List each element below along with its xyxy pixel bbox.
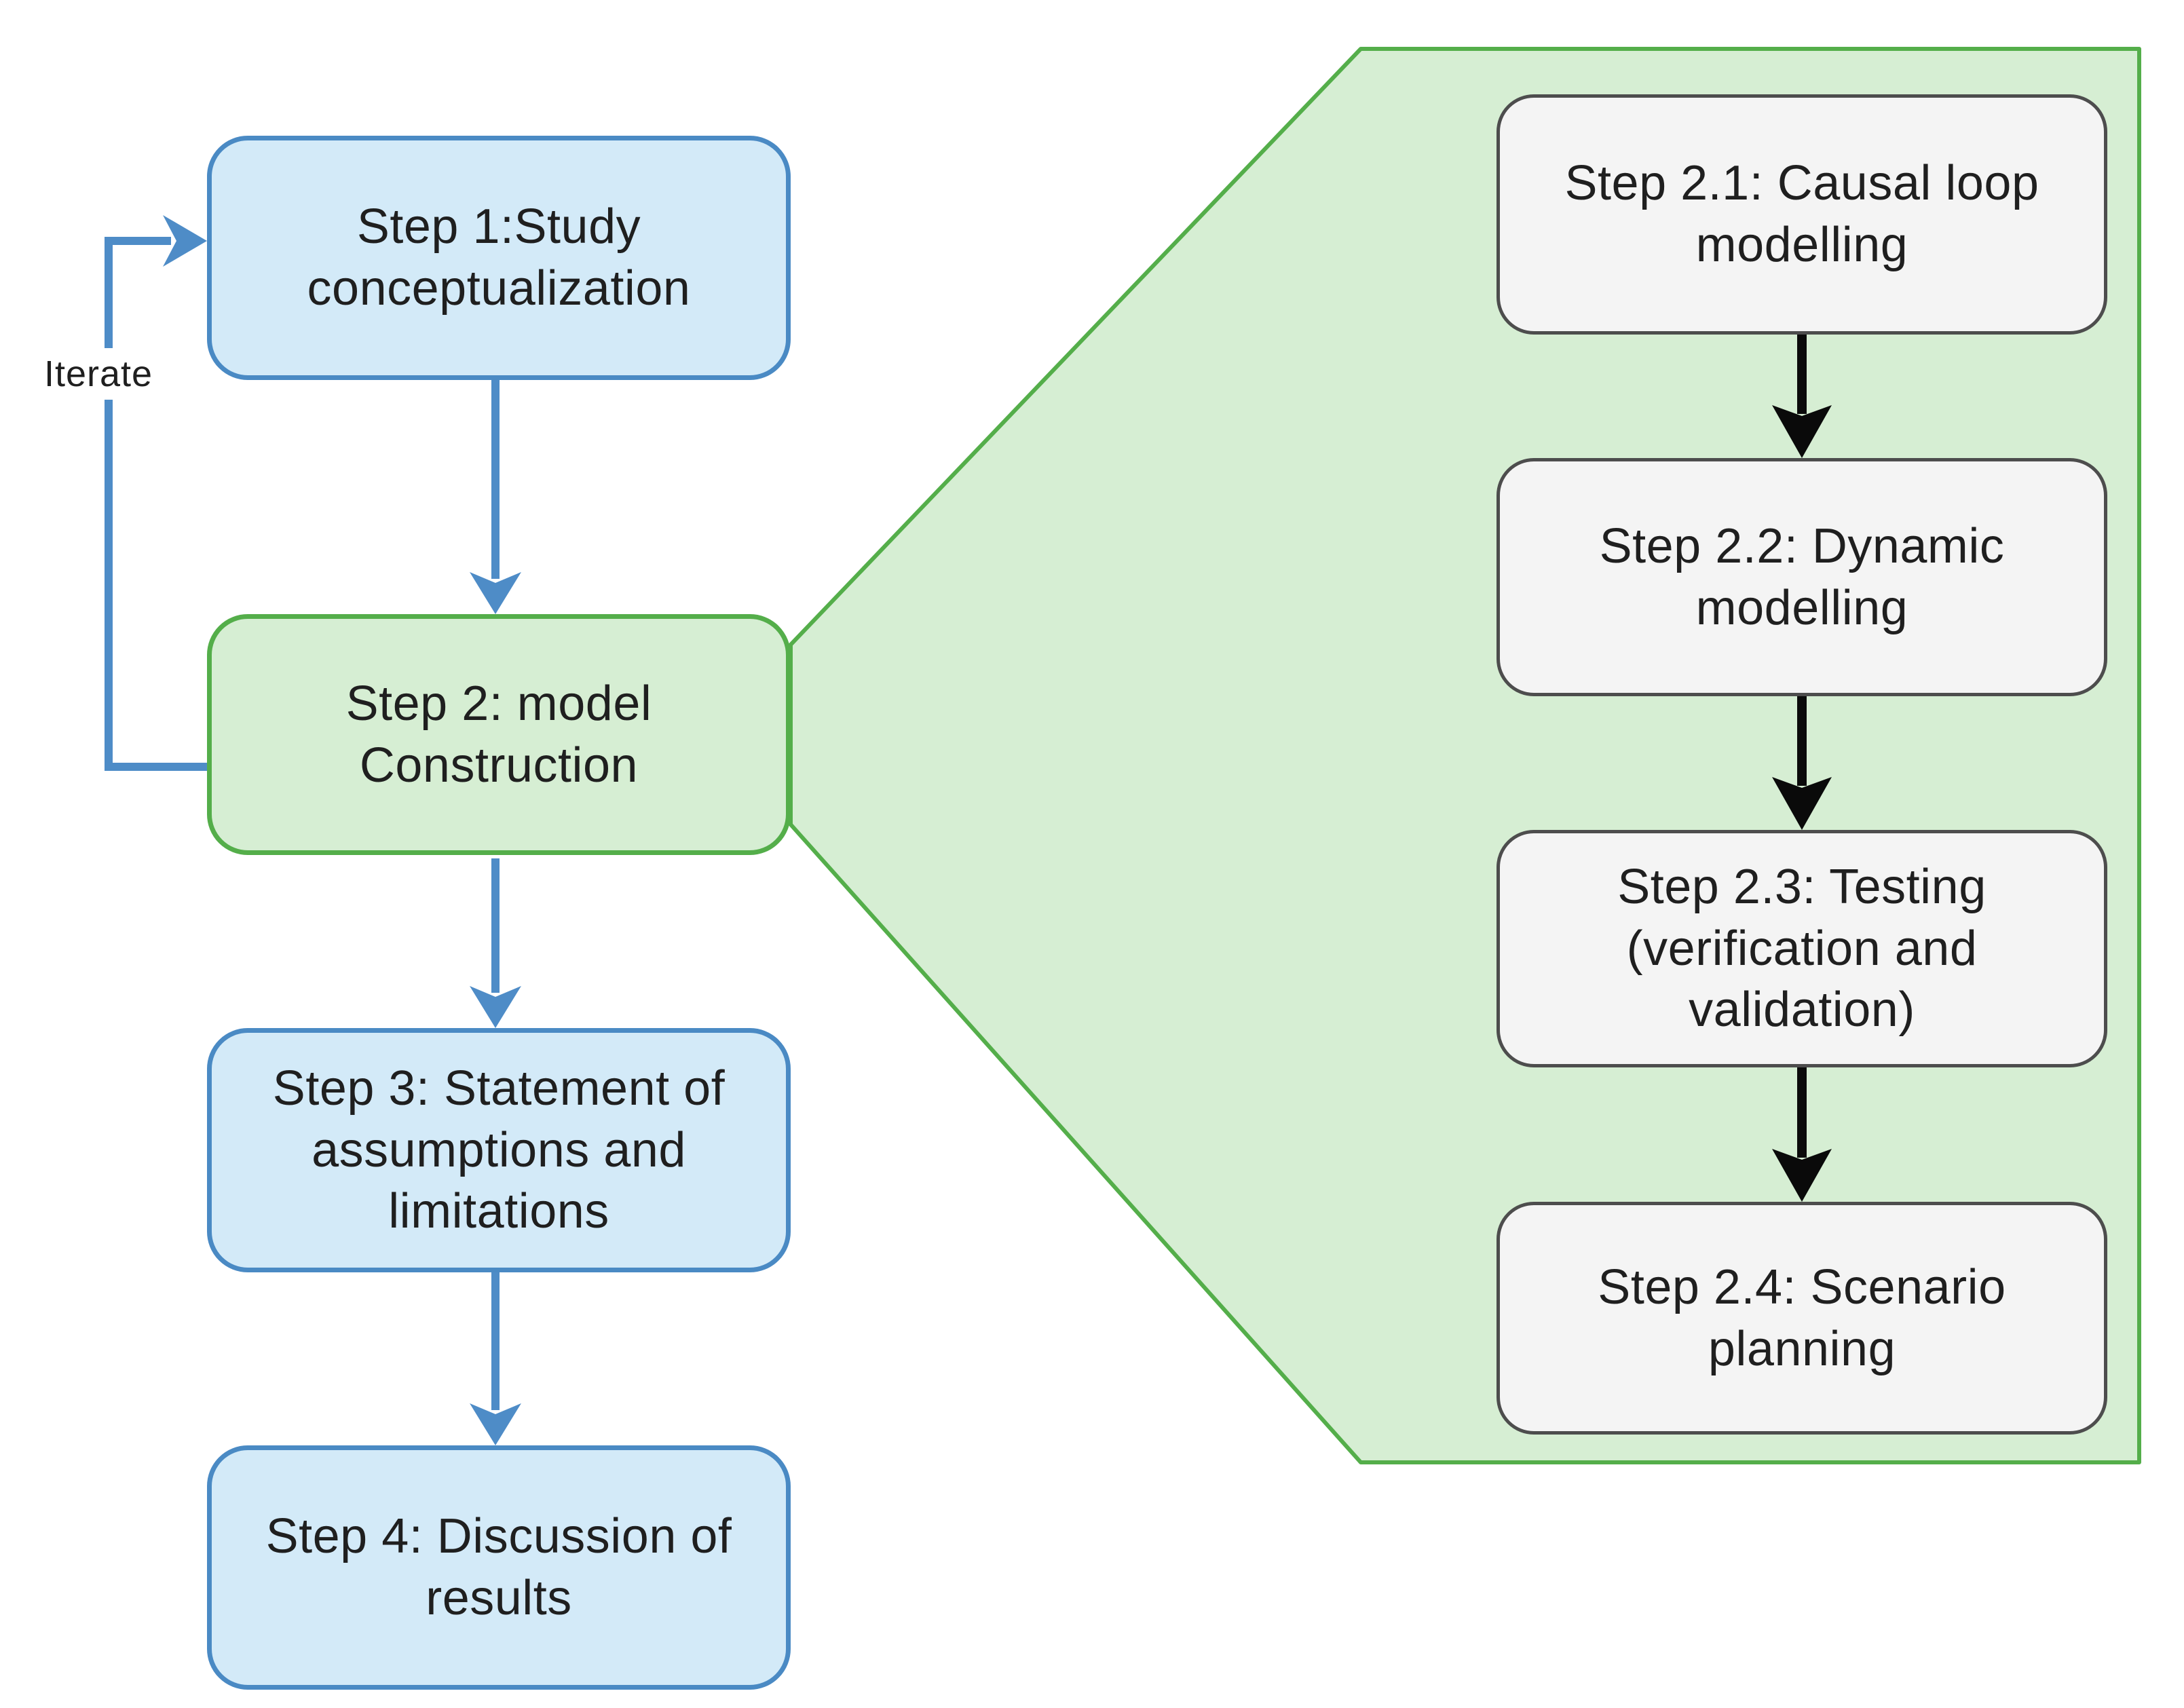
step2-box: Step 2: model Construction bbox=[207, 614, 791, 855]
iterate-loop-line bbox=[105, 237, 207, 771]
step2-2-label: Step 2.2: Dynamic modelling bbox=[1599, 518, 2005, 635]
step1-label: Step 1:Study conceptualization bbox=[307, 200, 691, 316]
step2-label: Step 2: model Construction bbox=[345, 676, 652, 793]
step2-1-box: Step 2.1: Causal loop modelling bbox=[1496, 94, 2107, 335]
arrow-step22-step23-head bbox=[1772, 777, 1832, 830]
step4-label: Step 4: Discussion of results bbox=[265, 1509, 732, 1625]
arrow-step3-step4-head bbox=[470, 1403, 521, 1445]
step2-1-label: Step 2.1: Causal loop modelling bbox=[1564, 156, 2039, 272]
arrow-step21-step22-head bbox=[1772, 405, 1832, 458]
step2-4-box: Step 2.4: Scenario planning bbox=[1496, 1202, 2107, 1435]
step1-box: Step 1:Study conceptualization bbox=[207, 136, 791, 380]
step2-3-box: Step 2.3: Testing (verification and vali… bbox=[1496, 830, 2107, 1067]
step3-box: Step 3: Statement of assumptions and lim… bbox=[207, 1028, 791, 1272]
step2-2-box: Step 2.2: Dynamic modelling bbox=[1496, 458, 2107, 696]
arrow-step2-step3-head bbox=[470, 986, 521, 1028]
arrow-step1-step2-head bbox=[470, 572, 521, 614]
step3-label: Step 3: Statement of assumptions and lim… bbox=[272, 1061, 726, 1239]
step2-4-label: Step 2.4: Scenario planning bbox=[1598, 1259, 2006, 1376]
arrow-step23-step24-head bbox=[1772, 1149, 1832, 1202]
iterate-edge-label: Iterate bbox=[12, 348, 185, 400]
step4-box: Step 4: Discussion of results bbox=[207, 1445, 791, 1690]
iterate-loop-arrowhead bbox=[163, 215, 207, 267]
step2-3-label: Step 2.3: Testing (verification and vali… bbox=[1617, 859, 1987, 1038]
